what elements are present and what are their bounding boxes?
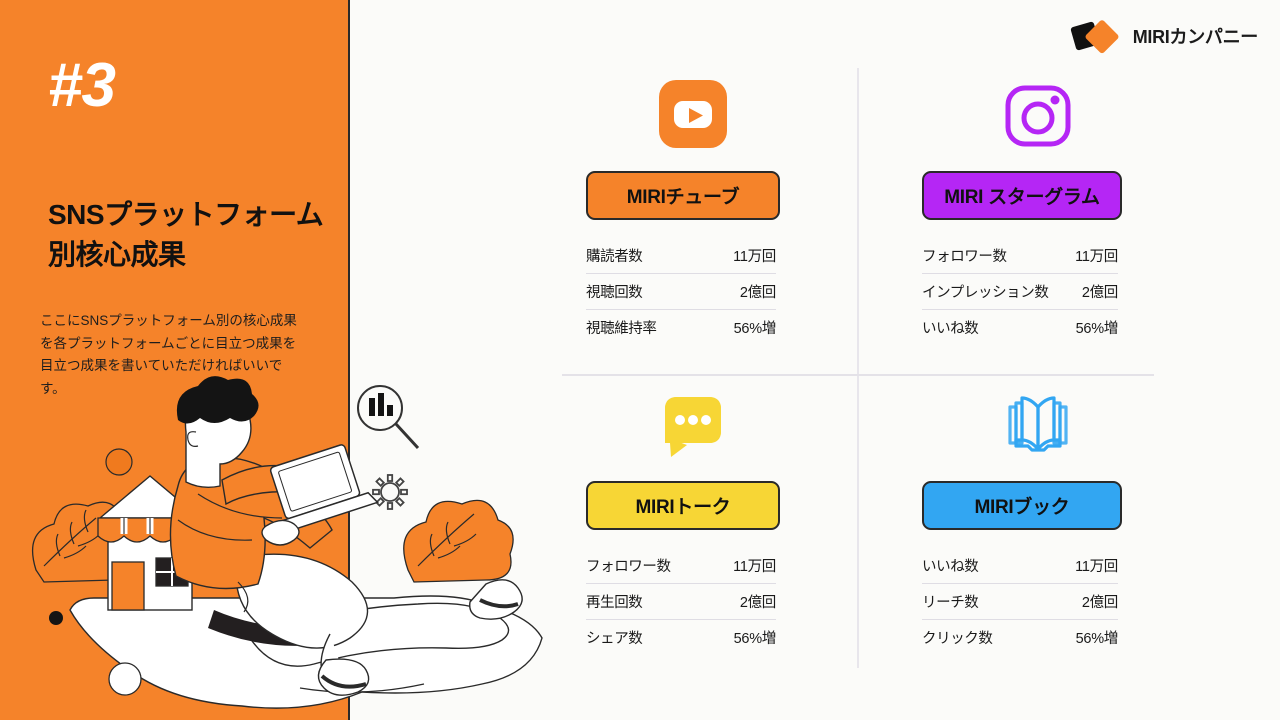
stat-row: いいね数 11万回 <box>922 548 1118 583</box>
platform-label-button[interactable]: MIRIチューブ <box>586 171 780 220</box>
logo-mark-icon <box>1070 16 1124 56</box>
stat-label: インプレッション数 <box>922 285 1049 301</box>
grid-horizontal-divider <box>562 374 1154 376</box>
platform-card-miri-tube[interactable]: MIRIチューブ 購読者数 11万回 視聴回数 2億回 視聴維持率 56%増 <box>562 75 852 345</box>
stat-row: クリック数 56%増 <box>922 619 1118 655</box>
person-with-laptop-illustration <box>31 376 543 709</box>
grid-vertical-divider <box>857 68 859 668</box>
stat-label: フォロワー数 <box>586 559 671 575</box>
open-book-icon <box>904 385 1194 463</box>
stat-row: 購読者数 11万回 <box>586 238 776 273</box>
platform-card-miri-talk[interactable]: MIRIトーク フォロワー数 11万回 再生回数 2億回 シェア数 56%増 <box>562 385 852 655</box>
stat-row: フォロワー数 11万回 <box>922 238 1118 273</box>
stat-value: 11万回 <box>733 249 776 265</box>
stat-row: インプレッション数 2億回 <box>922 273 1118 309</box>
slide-number: #3 <box>48 51 116 120</box>
stat-label: 視聴維持率 <box>586 321 657 337</box>
stats-list: いいね数 11万回 リーチ数 2億回 クリック数 56%増 <box>922 548 1118 655</box>
stat-label: いいね数 <box>922 559 979 575</box>
chat-bubble-icon <box>562 385 852 463</box>
stat-row: 再生回数 2億回 <box>586 583 776 619</box>
instagram-icon <box>904 75 1194 153</box>
platform-card-miri-book[interactable]: MIRIブック いいね数 11万回 リーチ数 2億回 クリック数 56%増 <box>904 385 1194 655</box>
stat-row: いいね数 56%増 <box>922 309 1118 345</box>
page-title: SNSプラットフォーム別核心成果 <box>48 199 324 270</box>
stat-label: いいね数 <box>922 321 979 337</box>
stat-label: リーチ数 <box>922 595 979 611</box>
platform-label-button[interactable]: MIRIブック <box>922 481 1122 530</box>
stats-list: 購読者数 11万回 視聴回数 2億回 視聴維持率 56%増 <box>586 238 776 345</box>
platform-card-miri-stargram[interactable]: MIRI スターグラム フォロワー数 11万回 インプレッション数 2億回 いい… <box>904 75 1194 345</box>
stat-row: リーチ数 2億回 <box>922 583 1118 619</box>
stat-row: シェア数 56%増 <box>586 619 776 655</box>
stat-row: 視聴回数 2億回 <box>586 273 776 309</box>
youtube-icon <box>562 75 852 153</box>
stat-row: フォロワー数 11万回 <box>586 548 776 583</box>
stat-value: 56%増 <box>733 321 777 337</box>
stat-value: 11万回 <box>1075 249 1118 265</box>
stat-label: フォロワー数 <box>922 249 1007 265</box>
stat-value: 2億回 <box>739 285 776 301</box>
stat-value: 11万回 <box>1075 559 1118 575</box>
stats-list: フォロワー数 11万回 再生回数 2億回 シェア数 56%増 <box>586 548 776 655</box>
stat-value: 56%増 <box>1075 321 1119 337</box>
page-description: ここにSNSプラットフォーム別の核心成果を各プラットフォームごとに目立つ成果を目… <box>40 313 297 397</box>
platform-label-button[interactable]: MIRI スターグラム <box>922 171 1122 220</box>
stat-label: シェア数 <box>586 631 643 647</box>
stat-label: 購読者数 <box>586 249 643 265</box>
stat-value: 11万回 <box>733 559 776 575</box>
stat-value: 2億回 <box>739 595 776 611</box>
stat-label: クリック数 <box>922 631 993 647</box>
stat-row: 視聴維持率 56%増 <box>586 309 776 345</box>
stat-label: 再生回数 <box>586 595 643 611</box>
logo-text: MIRIカンパニー <box>1132 27 1259 47</box>
stats-list: フォロワー数 11万回 インプレッション数 2億回 いいね数 56%増 <box>922 238 1118 345</box>
brand-logo: MIRIカンパニー <box>1070 16 1258 56</box>
stat-value: 2億回 <box>1081 595 1118 611</box>
stat-value: 56%増 <box>1075 631 1119 647</box>
stat-value: 2億回 <box>1081 285 1118 301</box>
stat-value: 56%増 <box>733 631 777 647</box>
stat-label: 視聴回数 <box>586 285 643 301</box>
platform-label-button[interactable]: MIRIトーク <box>586 481 780 530</box>
